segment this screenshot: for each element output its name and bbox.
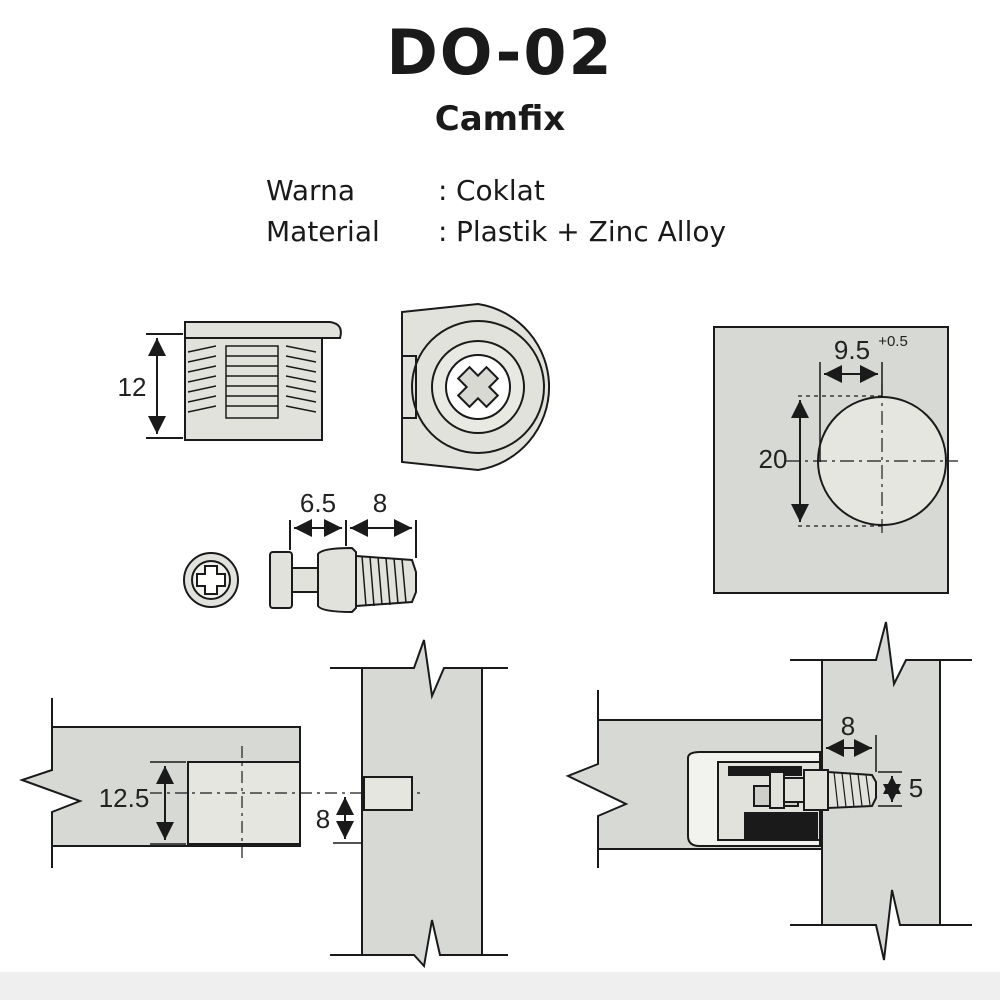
dimension-label: 6.5 (300, 488, 336, 518)
assembly-section-after (565, 621, 972, 961)
cam-housing-front-view (401, 302, 551, 472)
dimension-label: 8 (841, 711, 855, 741)
dimension-tolerance: +0.5 (878, 333, 908, 350)
dimension-housing-height (146, 333, 183, 439)
product-name: Camfix (434, 99, 566, 139)
bolt-head-end-view (183, 552, 239, 608)
dimension-label: 12 (118, 372, 147, 402)
spec-separator: : (438, 174, 448, 207)
cam-housing-side-view (184, 321, 342, 441)
dimension-label: 5 (909, 773, 923, 803)
dimension-label: 8 (373, 488, 387, 518)
spec-label: Material (266, 215, 380, 248)
dimension-label: 9.5 (834, 335, 870, 365)
spec-value: Coklat (456, 174, 545, 207)
dimension-label: 8 (316, 804, 330, 834)
spec-row-color: Warna:Coklat (266, 177, 545, 205)
footer-bar (0, 972, 1000, 1000)
spec-value: Plastik + Zinc Alloy (456, 215, 727, 248)
dimension-label: 12.5 (99, 783, 150, 813)
dimension-bolt-lengths (289, 519, 417, 558)
product-code: DO-02 (386, 16, 614, 89)
connecting-bolt-side-view (269, 546, 417, 614)
bore-pattern-panel (713, 326, 958, 594)
spec-separator: : (438, 215, 448, 248)
spec-row-material: Material:Plastik + Zinc Alloy (266, 218, 726, 246)
spec-label: Warna (266, 174, 355, 207)
dimension-label: 20 (759, 444, 788, 474)
assembly-section-before (18, 639, 508, 969)
